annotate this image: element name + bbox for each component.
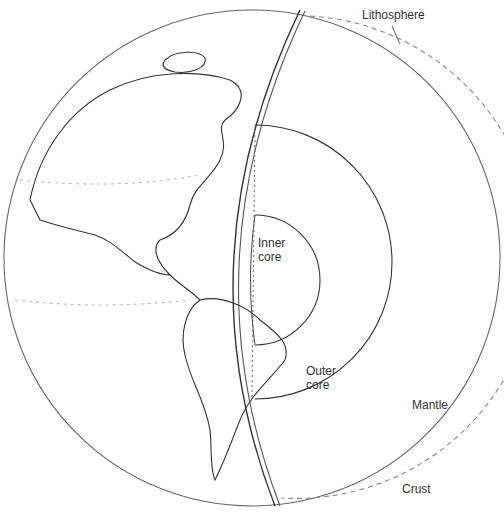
inner-core-boundary xyxy=(255,215,320,345)
leader-line xyxy=(392,26,400,44)
north-america xyxy=(30,73,241,275)
inner-core-face xyxy=(251,215,256,345)
globe-outline xyxy=(4,10,500,506)
central-america xyxy=(170,275,200,300)
layer-label: Inner core xyxy=(258,236,294,264)
south-america xyxy=(183,299,286,480)
layer-label: Outer core xyxy=(306,364,346,392)
layer-label: Lithosphere xyxy=(360,8,444,22)
layer-label: Crust xyxy=(402,482,462,496)
cut-edge xyxy=(233,10,300,506)
greenland xyxy=(163,52,205,72)
lithosphere-shell xyxy=(282,16,504,498)
latitude-line xyxy=(15,300,190,305)
layer-label: Mantle xyxy=(412,398,472,412)
latitude-line xyxy=(20,175,200,184)
outer-core-boundary xyxy=(255,125,392,399)
outer-core-face xyxy=(252,125,255,399)
cut-edge-inner xyxy=(239,11,305,506)
